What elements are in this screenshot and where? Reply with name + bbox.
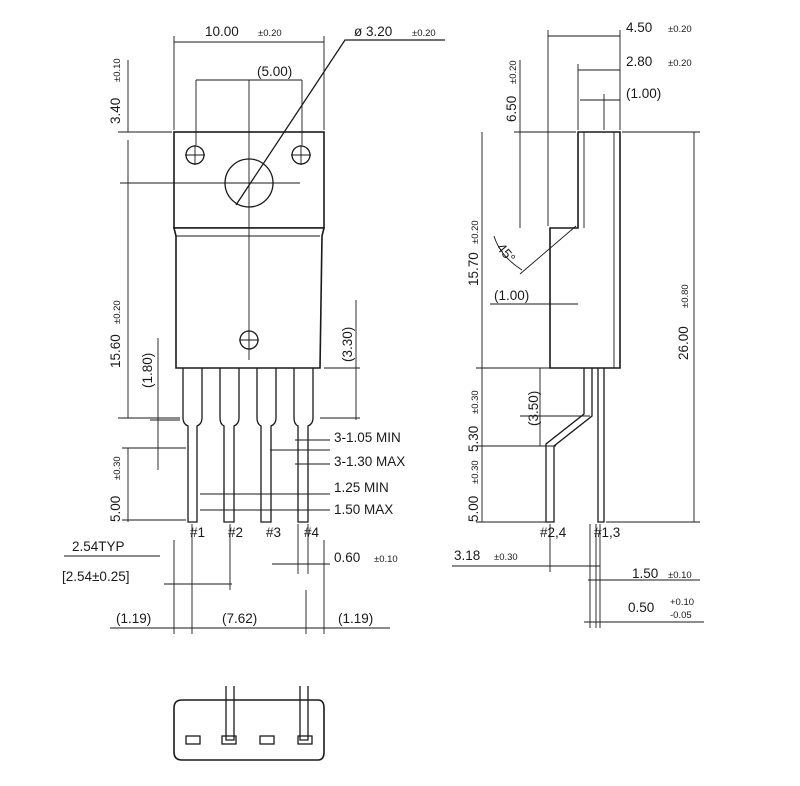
svg-text:±0.20: ±0.20 <box>668 58 692 69</box>
side-lead-bent <box>545 368 593 523</box>
dim-lead-thk: 0.60 <box>334 550 360 565</box>
dim-overall: 26.00 <box>676 326 691 360</box>
side-lead-straight <box>597 368 605 523</box>
dim-step: (1.00) <box>494 288 529 303</box>
bottom-tabs <box>225 686 309 741</box>
dim-tab-depth: 2.80 <box>626 54 652 69</box>
svg-text:±0.30: ±0.30 <box>494 552 518 563</box>
svg-text:-0.05: -0.05 <box>670 610 692 621</box>
svg-text:±0.20: ±0.20 <box>258 28 282 39</box>
dim-bend-len: 5.30 <box>466 426 481 452</box>
dim-side-depth: 4.50 <box>626 20 652 35</box>
svg-text:±0.30: ±0.30 <box>470 390 481 414</box>
pin-label-1: #1 <box>190 525 205 540</box>
svg-text:±0.30: ±0.30 <box>112 456 123 480</box>
svg-text:±0.80: ±0.80 <box>680 284 691 308</box>
svg-text:±0.20: ±0.20 <box>470 220 481 244</box>
dim-lead-pitch: 3.18 <box>454 548 480 563</box>
svg-text:±0.20: ±0.20 <box>508 60 519 84</box>
svg-text:±0.20: ±0.20 <box>668 24 692 35</box>
dim-hole-dia: ø 3.20 <box>354 24 392 39</box>
pin-label-2-4: #2,4 <box>540 525 567 540</box>
dim-lead-length: 5.00 <box>108 496 123 522</box>
front-view: 10.00 ±0.20 ø 3.20 ±0.20 (5.00) 3.40 ±0.… <box>62 24 445 634</box>
dim-lead-width-max: 3-1.30 MAX <box>334 454 405 469</box>
bottom-body-outline <box>173 699 325 761</box>
dim-side-lead-len: 5.00 <box>466 496 481 522</box>
svg-text:±0.10: ±0.10 <box>374 554 398 565</box>
pin-label-3: #3 <box>266 525 281 540</box>
bottom-lead-3 <box>259 735 275 745</box>
dim-side-lead-thk: 0.50 <box>628 600 654 615</box>
dim-side-upper: 6.50 <box>504 96 519 122</box>
svg-text:±0.30: ±0.30 <box>470 460 481 484</box>
dim-width: 10.00 <box>205 24 239 39</box>
dim-span: (7.62) <box>222 611 257 626</box>
bottom-lead-4 <box>297 735 313 745</box>
pin-label-1-3: #1,3 <box>594 525 620 540</box>
dim-lead-top-min: 1.25 MIN <box>334 480 389 495</box>
dim-lead-width-min: 3-1.05 MIN <box>334 430 401 445</box>
front-leads <box>182 368 314 523</box>
svg-text:+0.10: +0.10 <box>670 597 694 608</box>
svg-text:±0.10: ±0.10 <box>112 58 123 82</box>
dim-pitch-tol: [2.54±0.25] <box>62 569 129 584</box>
angle-line <box>519 225 577 275</box>
dim-lead-top-max: 1.50 MAX <box>334 502 393 517</box>
dim-lead-offset: (1.80) <box>140 353 155 388</box>
side-body-outline <box>549 131 621 369</box>
pin-label-4: #4 <box>304 525 320 540</box>
dim-side-mid: 15.70 <box>466 252 481 286</box>
dim-tab-thk: (1.00) <box>626 86 661 101</box>
dim-lead-width: 1.50 <box>632 566 658 581</box>
svg-text:±0.20: ±0.20 <box>112 300 123 324</box>
bottom-view <box>173 686 325 761</box>
diameter-leader <box>235 39 445 206</box>
dim-hole-spacing: (5.00) <box>257 64 292 79</box>
dim-body-height: 15.60 <box>108 334 123 368</box>
bottom-lead-2 <box>221 735 237 745</box>
dim-tab-height: 3.40 <box>108 98 123 124</box>
svg-text:±0.10: ±0.10 <box>668 570 692 581</box>
bottom-lead-1 <box>185 735 201 745</box>
dim-lower-offset: (3.30) <box>340 327 355 362</box>
pin-label-2: #2 <box>228 525 243 540</box>
side-view: 4.50 ±0.20 2.80 ±0.20 (1.00) 6.50 ±0.20 … <box>452 20 704 628</box>
dim-left-margin: (1.19) <box>116 611 151 626</box>
dim-pitch-typ: 2.54TYP <box>72 539 125 554</box>
dim-right-margin: (1.19) <box>338 611 373 626</box>
svg-text:±0.20: ±0.20 <box>412 28 436 39</box>
dim-bend-offset: (3.50) <box>526 391 541 426</box>
